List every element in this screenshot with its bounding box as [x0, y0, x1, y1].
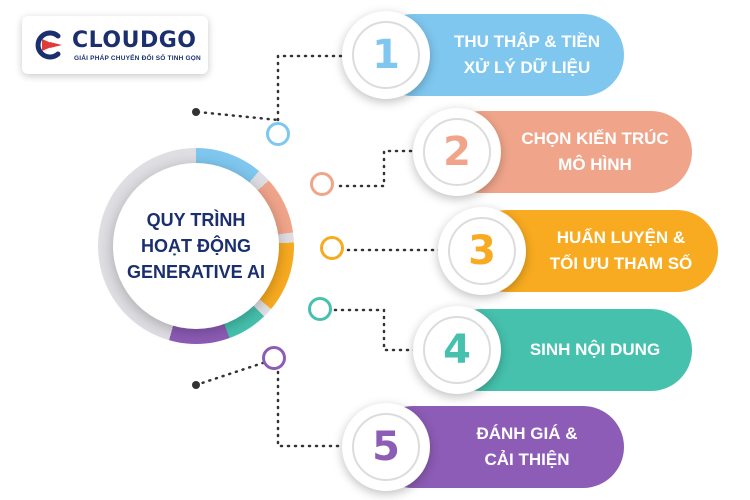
step-3-label-line: HUẤN LUYỆN &	[556, 228, 686, 247]
step-1-label: THU THẬP & TIỀN XỬ LÝ DỮ LIỆU	[430, 14, 624, 96]
step-5-label: ĐÁNH GIÁ & CẢI THIỆN	[430, 406, 624, 488]
step-1-badge: 1	[342, 11, 430, 99]
step-5-number: 5	[352, 413, 420, 481]
step-2-badge: 2	[413, 108, 501, 196]
center-hub	[113, 163, 279, 329]
connector-endpoint-dot	[192, 108, 200, 116]
step-5-label-line: CẢI THIỆN	[484, 450, 570, 469]
node-step-3	[320, 236, 344, 260]
step-2-label-line: CHỌN KIẾN TRÚC	[521, 129, 669, 148]
step-2-label-line: MÔ HÌNH	[558, 155, 632, 174]
connector-endpoint-dot	[192, 381, 200, 389]
center-title-line: QUY TRÌNH	[146, 210, 246, 230]
node-step-4	[308, 297, 332, 321]
connector-step-4	[333, 308, 420, 352]
node-step-2	[310, 172, 334, 196]
connector-top-left	[196, 110, 280, 122]
step-5-label-line: ĐÁNH GIÁ &	[476, 424, 578, 443]
node-step-1	[266, 122, 290, 146]
step-1-label-line: THU THẬP & TIỀN	[453, 32, 601, 51]
step-5-badge: 5	[342, 403, 430, 491]
center-title-line: GENERATIVE AI	[126, 262, 265, 282]
step-4-label: SINH NỘI DUNG	[498, 309, 692, 391]
step-4-label-line: SINH NỘI DUNG	[529, 340, 661, 359]
connector-step-2	[338, 149, 418, 188]
step-1-label-line: XỬ LÝ DỮ LIỆU	[463, 58, 591, 77]
node-step-5	[262, 346, 286, 370]
center-hub-title: QUY TRÌNH HOẠT ĐỘNG GENERATIVE AI	[113, 163, 279, 329]
step-4-badge: 4	[413, 306, 501, 394]
step-3-badge: 3	[438, 207, 526, 295]
center-title-line: HOẠT ĐỘNG	[141, 236, 251, 256]
brand-logo: CLOUDGO GIẢI PHÁP CHUYỂN ĐỔI SỐ TINH GỌN	[22, 16, 208, 74]
step-2-number: 2	[423, 118, 491, 186]
step-1-number: 1	[352, 21, 420, 89]
step-3-number: 3	[448, 217, 516, 285]
connector-step-1	[276, 54, 346, 122]
connector-step-5	[276, 356, 344, 448]
step-2-label: CHỌN KIẾN TRÚC MÔ HÌNH	[498, 111, 692, 193]
step-3-label-line: TỐI ƯU THAM SỐ	[549, 254, 693, 273]
step-3-label: HUẤN LUYỆN & TỐI ƯU THAM SỐ	[524, 210, 718, 292]
brand-name: CLOUDGO	[72, 28, 197, 53]
brand-tagline: GIẢI PHÁP CHUYỂN ĐỔI SỐ TINH GỌN	[74, 55, 201, 62]
cloudgo-logo-icon	[35, 30, 62, 60]
step-4-number: 4	[423, 316, 491, 384]
